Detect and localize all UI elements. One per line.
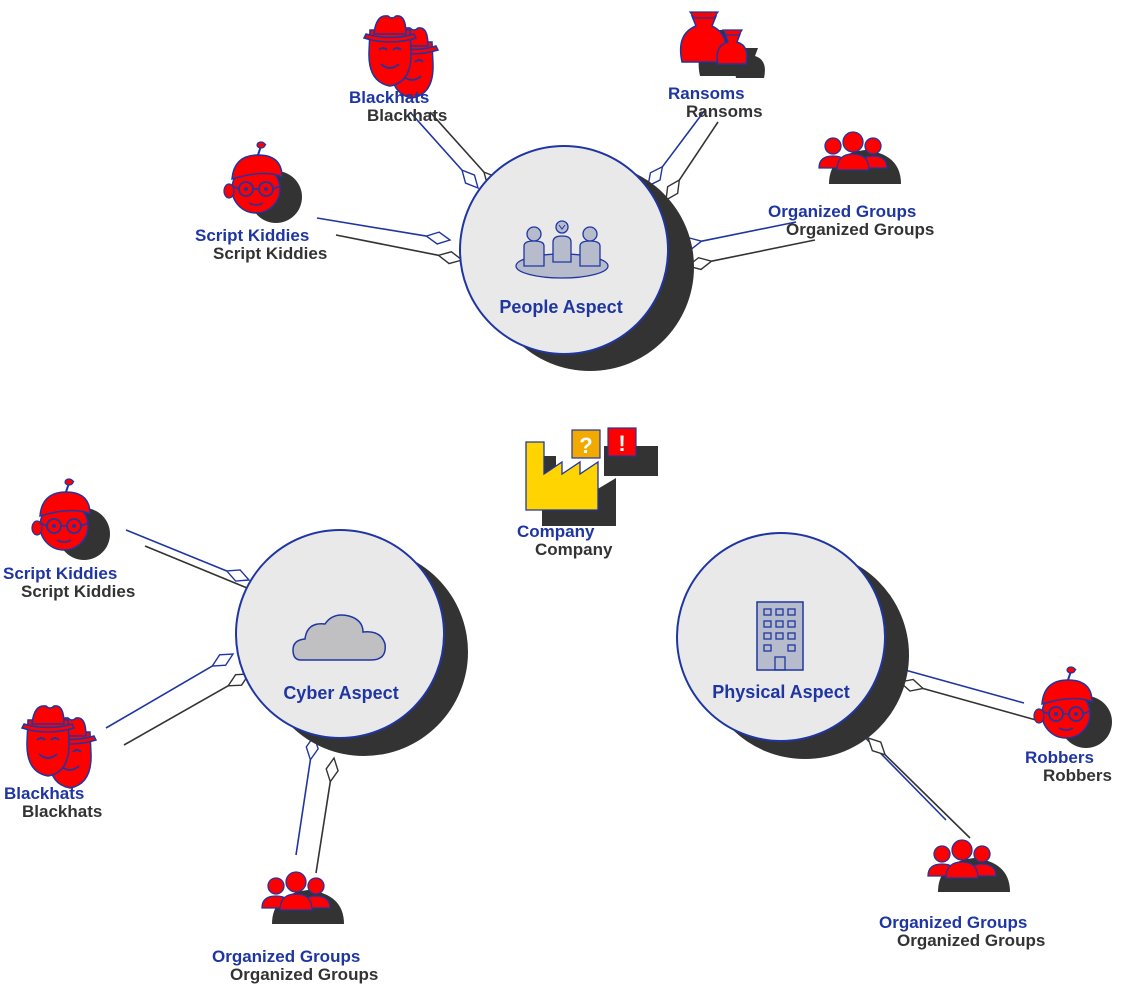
link-cyber-groups-shadow-line [315, 781, 332, 874]
svg-text:?: ? [579, 433, 592, 458]
link-cyber-groups-shadow-diamond [325, 756, 339, 784]
link-people-ransoms-line [661, 109, 706, 168]
cyber-blackhats-label: Blackhats Blackhats [4, 784, 103, 821]
company-label: Company Company [517, 522, 613, 559]
people-aspect-node[interactable] [459, 145, 694, 371]
link-people-ransoms-shadow-diamond [665, 178, 681, 202]
people-script-kiddies-label: Script Kiddies Script Kiddies [195, 226, 328, 263]
people-blackhats-icon[interactable] [363, 14, 439, 99]
link-people-groups-line [701, 221, 797, 243]
physical-organized-groups-icon[interactable] [927, 839, 1010, 892]
link-cyber-groups-line [295, 759, 312, 856]
physical-organized-groups-label: Organized Groups Organized Groups [879, 913, 1046, 950]
company-factory-icon[interactable]: ? ! [525, 427, 658, 526]
svg-text:!: ! [618, 431, 625, 456]
people-ransoms-icon[interactable] [679, 11, 765, 78]
link-cyber-kiddies-shadow-line [144, 545, 248, 589]
cyber-aspect-label: Cyber Aspect [283, 683, 399, 703]
link-physical-robbers-line [898, 667, 1025, 704]
link-physical-groups-shadow-diamond [866, 736, 887, 756]
people-organized-groups-label: Organized Groups Organized Groups [768, 202, 935, 239]
link-cyber-blackhats-diamond [210, 653, 235, 667]
physical-aspect-node[interactable] [676, 532, 909, 759]
cyber-organized-groups-icon[interactable] [261, 871, 344, 924]
cyber-script-kiddies-label: Script Kiddies Script Kiddies [3, 564, 136, 601]
people-aspect-label: People Aspect [499, 297, 623, 317]
physical-aspect-label: Physical Aspect [712, 682, 850, 702]
cyber-blackhats-icon[interactable] [21, 704, 97, 789]
building-icon [756, 601, 804, 671]
link-people-groups-shadow-line [711, 239, 816, 262]
link-physical-groups-shadow-line [884, 754, 971, 839]
cyber-script-kiddies-icon[interactable] [31, 478, 110, 560]
link-cyber-kiddies-line [125, 529, 228, 572]
cloud-icon [292, 614, 386, 661]
link-people-kiddies-shadow-diamond [436, 251, 464, 265]
link-people-ransoms-shadow-line [678, 121, 719, 181]
link-cyber-kiddies-diamond [225, 569, 251, 582]
physical-robbers-label: Robbers Robbers [1025, 748, 1112, 785]
link-people-blackhats-diamond [460, 168, 480, 190]
people-ransoms-label: Ransoms Ransoms [668, 84, 763, 121]
cyber-organized-groups-label: Organized Groups Organized Groups [212, 947, 379, 984]
people-organized-groups-icon[interactable] [818, 131, 901, 184]
link-physical-robbers-shadow-line [922, 687, 1037, 721]
link-people-kiddies-line [316, 217, 427, 237]
link-people-kiddies-shadow-line [335, 234, 439, 257]
physical-robbers-icon[interactable] [1033, 666, 1112, 748]
link-people-blackhats-shadow-line [429, 111, 485, 173]
cyber-aspect-node[interactable] [235, 529, 468, 756]
link-cyber-blackhats-shadow-line [123, 685, 229, 746]
link-people-kiddies-diamond [424, 231, 452, 245]
people-script-kiddies-icon[interactable] [223, 141, 302, 223]
link-people-blackhats-line [409, 111, 463, 171]
meeting-people-icon [515, 220, 609, 279]
people-blackhats-label: Blackhats Blackhats [349, 88, 448, 125]
link-cyber-blackhats-line [105, 665, 213, 729]
